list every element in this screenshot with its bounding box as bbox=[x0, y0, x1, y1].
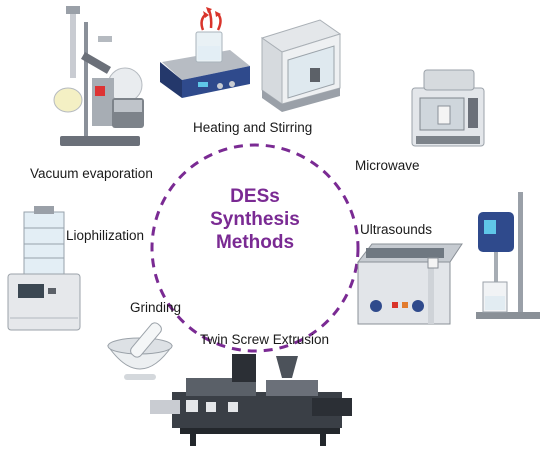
hot-plate-stirrer-icon bbox=[160, 7, 250, 98]
label-ultrasounds: Ultrasounds bbox=[360, 222, 433, 237]
label-grinding: Grinding bbox=[130, 300, 182, 315]
label-heating-stirring: Heating and Stirring bbox=[193, 120, 313, 135]
center-title-line-3: Methods bbox=[215, 232, 295, 253]
ultrasonic-probe-icon bbox=[476, 192, 540, 319]
label-vacuum-evaporation: Vacuum evaporation bbox=[30, 166, 153, 181]
center-title-line-2: Synthesis bbox=[210, 209, 300, 230]
center-title: DESs Synthesis Methods bbox=[185, 185, 325, 254]
fume-enclosure-icon bbox=[260, 19, 342, 112]
center-title-line-1: DESs bbox=[230, 186, 280, 207]
twin-screw-extruder-icon bbox=[150, 354, 352, 446]
label-twin-screw-extrusion: Twin Screw Extrusion bbox=[200, 332, 330, 347]
microwave-reactor-icon bbox=[411, 69, 485, 147]
rotary-evaporator-icon bbox=[53, 6, 144, 146]
ultrasonic-bath-icon bbox=[356, 243, 463, 325]
label-liophilization: Liophilization bbox=[66, 228, 145, 243]
mortar-pestle-icon bbox=[107, 322, 173, 380]
label-microwave: Microwave bbox=[355, 158, 420, 173]
center-dashed-circle bbox=[150, 143, 360, 353]
freeze-dryer-icon bbox=[7, 206, 81, 331]
